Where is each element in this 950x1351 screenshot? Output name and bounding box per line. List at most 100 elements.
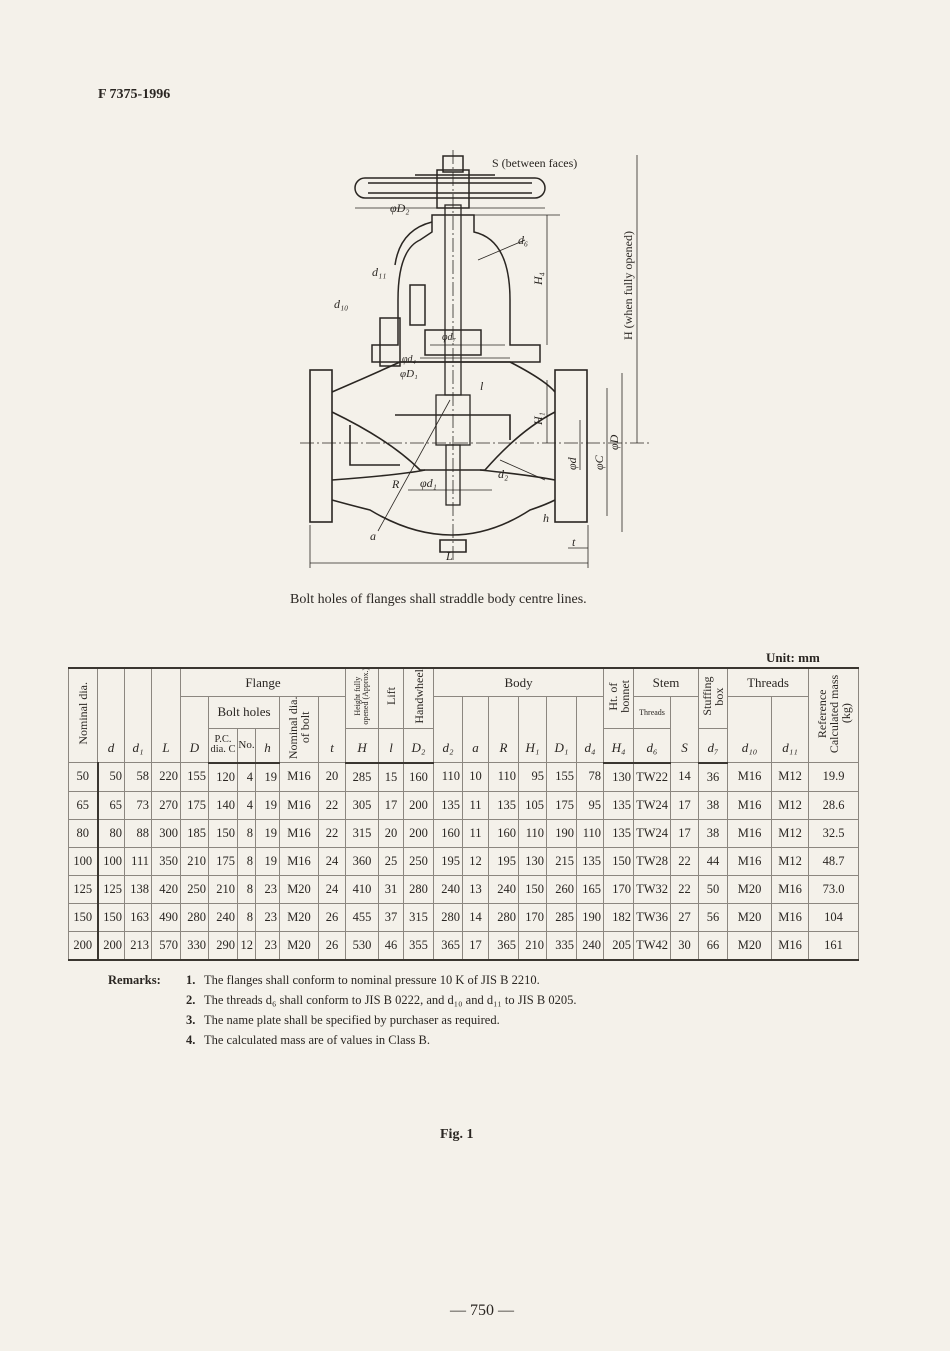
table-cell: M16 (727, 790, 773, 820)
table-cell: 210 (518, 930, 548, 961)
table-cell: 140 (208, 790, 238, 820)
remarks-label: Remarks: (108, 973, 161, 987)
table-cell: 210 (208, 874, 238, 904)
table-cell: 32.5 (808, 818, 860, 848)
table-cell: 130 (603, 762, 635, 792)
table-cell: 65 (68, 790, 99, 820)
header-d6: d₆ (633, 727, 672, 764)
header-handwheel: Handwheel (403, 667, 435, 729)
label-H1: H₁ (531, 412, 545, 426)
table-cell: 420 (151, 874, 181, 904)
table-cell: 26 (317, 930, 347, 961)
table-cell: 24 (317, 846, 347, 876)
table-cell: 250 (180, 874, 209, 904)
table-cell: 150 (208, 818, 238, 848)
table-cell: 160 (433, 818, 464, 848)
table-cell: 350 (151, 846, 181, 876)
table-cell: 213 (124, 930, 152, 961)
header-D2: D₂ (403, 727, 435, 764)
table-cell: 20 (378, 818, 405, 848)
table-cell: 36 (698, 762, 729, 792)
table-cell: 48.7 (808, 846, 860, 876)
table-cell: 78 (576, 762, 605, 792)
table-cell: 135 (433, 790, 464, 820)
table-cell: 280 (180, 902, 209, 932)
header-body: Body (433, 667, 605, 697)
table-cell: TW28 (633, 846, 672, 876)
label-phi-d7: φd₇ (442, 332, 457, 343)
table-cell: M16 (727, 762, 773, 792)
header-H: H (345, 727, 380, 764)
label-L: L (445, 549, 453, 563)
table-cell: 335 (546, 930, 578, 961)
table-cell: M16 (279, 818, 319, 848)
table-cell: 28.6 (808, 790, 860, 820)
table-cell: 58 (124, 762, 152, 792)
table-cell: M20 (279, 930, 319, 961)
label-d11: d₁₁ (372, 265, 386, 279)
table-cell: M20 (727, 902, 773, 932)
header-t: t (317, 695, 347, 764)
table-cell: 38 (698, 818, 729, 848)
header-nominal-dia: Nominal dia. (68, 667, 98, 764)
table-cell: 190 (576, 902, 605, 932)
table-cell: 24 (317, 874, 347, 904)
table-cell: 315 (403, 902, 435, 932)
table-cell: 20 (317, 762, 347, 792)
table-cell: 285 (546, 902, 578, 932)
table-cell: 163 (124, 902, 152, 932)
table-cell: 280 (488, 902, 520, 932)
table-cell: 19 (255, 790, 280, 820)
table-cell: 360 (345, 846, 380, 876)
table-cell: 104 (808, 902, 860, 932)
table-cell: 44 (698, 846, 729, 876)
remark-item: 3.The name plate shall be specified by p… (186, 1013, 500, 1027)
table-cell: 56 (698, 902, 729, 932)
table-cell: 31 (378, 874, 405, 904)
standard-number: F 7375-1996 (98, 87, 171, 102)
label-phi-d1: φd₁ (420, 476, 437, 490)
table-cell: 19 (255, 846, 280, 876)
table-cell: 305 (345, 790, 380, 820)
table-cell: 315 (345, 818, 380, 848)
unit-label: Unit: mm (766, 650, 820, 665)
table-cell: 17 (670, 818, 700, 848)
table-cell: M20 (279, 902, 319, 932)
table-cell: 12 (237, 930, 256, 961)
header-stuffing-box: Stuffing box (698, 667, 729, 729)
table-cell: 195 (433, 846, 464, 876)
table-cell: 14 (670, 762, 700, 792)
table-cell: TW36 (633, 902, 672, 932)
table-cell: 105 (518, 790, 548, 820)
remark-item: 1.The flanges shall conform to nominal p… (186, 973, 540, 987)
table-cell: 50 (698, 874, 729, 904)
table-cell: 80 (97, 818, 125, 848)
label-h: h (543, 511, 549, 525)
table-cell: 175 (180, 790, 209, 820)
header-pc-dia: P.C. dia. C (208, 727, 238, 764)
table-cell: 110 (488, 762, 520, 792)
table-cell: 50 (97, 762, 125, 792)
label-H: H (when fully opened) (621, 231, 635, 340)
table-cell: M16 (727, 846, 773, 876)
table-cell: 155 (180, 762, 209, 792)
table-cell: 190 (546, 818, 578, 848)
table-cell: 80 (68, 818, 99, 848)
label-s: S (between faces) (492, 156, 577, 170)
table-cell: TW22 (633, 762, 672, 792)
table-cell: 125 (97, 874, 125, 904)
table-cell: 22 (317, 818, 347, 848)
table-cell: 65 (97, 790, 125, 820)
table-cell: 25 (378, 846, 405, 876)
table-cell: TW42 (633, 930, 672, 961)
header-height: Height fully opened (Approx.) (345, 667, 380, 729)
header-d4: d₄ (576, 695, 605, 764)
table-cell: 215 (546, 846, 578, 876)
table-cell: 110 (576, 818, 605, 848)
remark-item: 2.The threads d₆ shall conform to JIS B … (186, 993, 577, 1007)
handwheel (354, 155, 546, 209)
table-cell: 170 (518, 902, 548, 932)
table-cell: 285 (345, 762, 380, 792)
table-cell: 365 (488, 930, 520, 961)
